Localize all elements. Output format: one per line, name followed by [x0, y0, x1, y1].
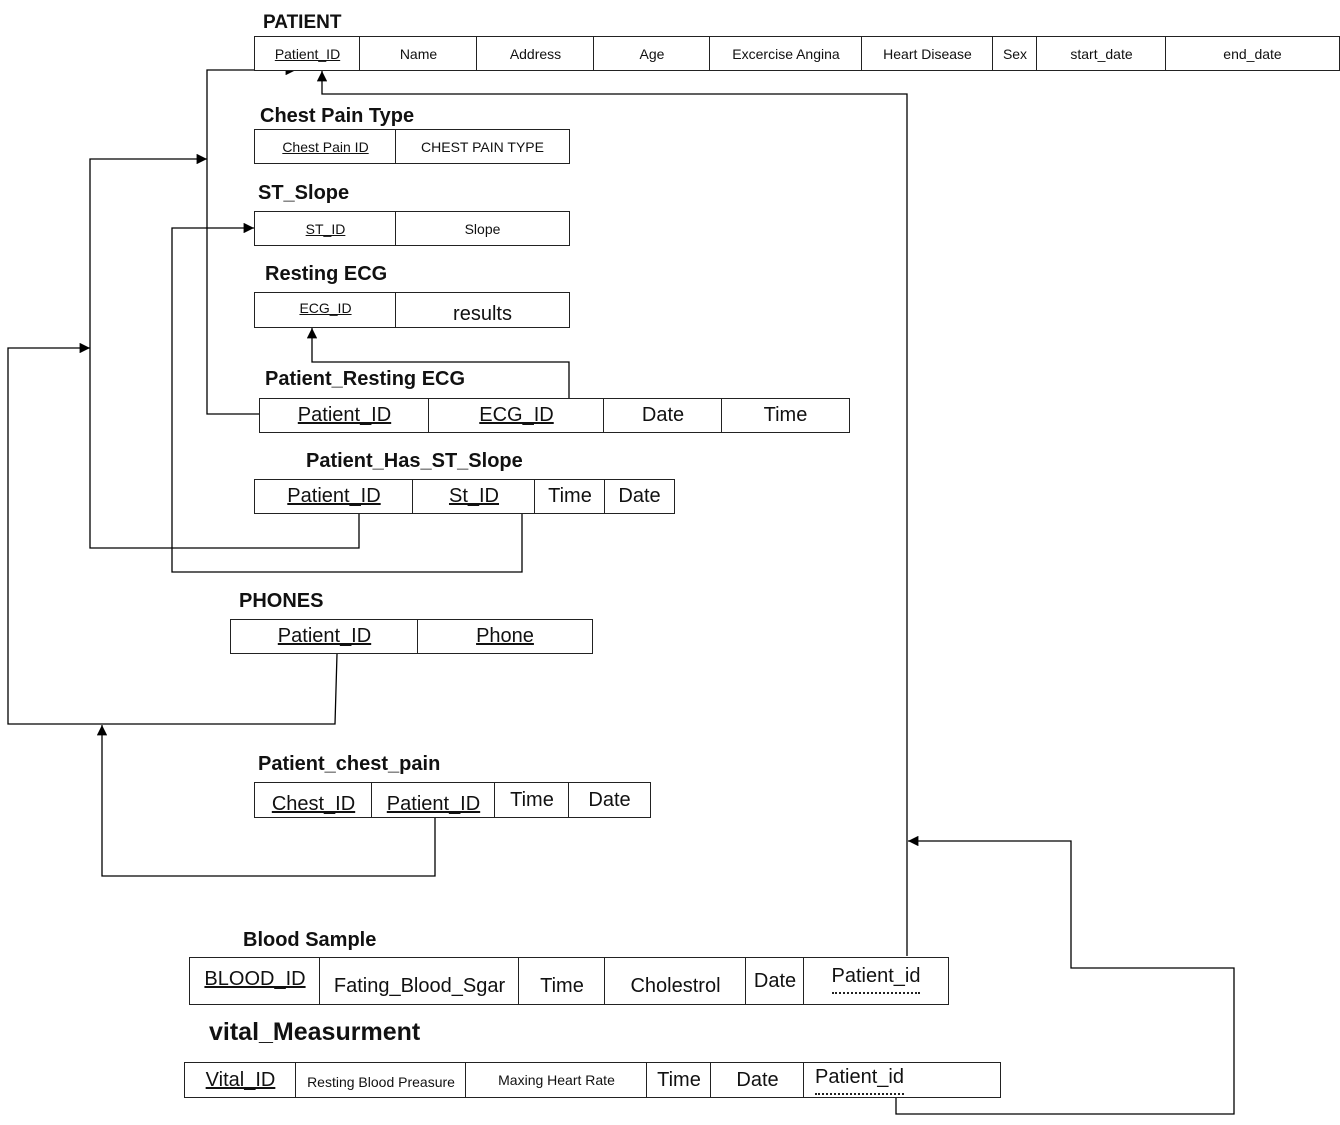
- column-time: Time: [721, 399, 849, 432]
- column-start-date: start_date: [1036, 37, 1166, 70]
- column-date: Date: [604, 480, 674, 513]
- table-patient-chest-pain: Chest_ID Patient_ID Time Date: [254, 782, 651, 818]
- column-heart-disease: Heart Disease: [861, 37, 993, 70]
- column-date: Date: [568, 783, 650, 817]
- table-patient-has-st-slope: Patient_ID St_ID Time Date: [254, 479, 675, 514]
- table-resting-ecg: ECG_ID results: [254, 292, 570, 328]
- table-patient-resting-ecg: Patient_ID ECG_ID Date Time: [259, 398, 850, 433]
- table-st-slope: ST_ID Slope: [254, 211, 570, 246]
- column-time: Time: [646, 1063, 711, 1097]
- column-phone: Phone: [417, 620, 592, 653]
- table-title-phones: PHONES: [239, 590, 324, 612]
- column-patient-id: Patient_ID: [287, 485, 381, 507]
- column-patient-id: Patient_id: [803, 1063, 1000, 1097]
- table-vital-measurment: Vital_ID Resting Blood Preasure Maxing H…: [184, 1062, 1001, 1098]
- table-chest-pain-type: Chest Pain ID CHEST PAIN TYPE: [254, 129, 570, 164]
- column-address: Address: [476, 37, 594, 70]
- column-patient-id: Patient_ID: [297, 404, 392, 426]
- table-title-resting-ecg: Resting ECG: [265, 263, 388, 285]
- column-patient-id: Patient_ID: [277, 625, 372, 647]
- column-resting-blood-pressure: Resting Blood Preasure: [295, 1063, 466, 1097]
- column-patient-id: Patient_id: [803, 958, 948, 1004]
- column-time: Time: [518, 958, 605, 1004]
- column-blood-id: BLOOD_ID: [204, 967, 306, 990]
- column-vital-id: Vital_ID: [205, 1068, 276, 1091]
- column-chest-pain-type: CHEST PAIN TYPE: [395, 130, 569, 163]
- column-ecg-id: ECG_ID: [299, 300, 352, 316]
- column-time: Time: [494, 783, 569, 817]
- column-fasting-blood-sugar: Fating_Blood_Sgar: [319, 958, 519, 1004]
- table-title-chest-pain-type: Chest Pain Type: [260, 105, 415, 127]
- column-chest-pain-id: Chest Pain ID: [282, 138, 369, 155]
- column-date: Date: [603, 399, 722, 432]
- column-ecg-id: ECG_ID: [428, 399, 604, 432]
- column-date: Date: [745, 958, 804, 1004]
- table-patient: Patient_ID Name Address Age Excercise An…: [254, 36, 1340, 71]
- table-title-patient-chest-pain: Patient_chest_pain: [258, 753, 441, 775]
- column-age: Age: [593, 37, 710, 70]
- table-title-blood-sample: Blood Sample: [243, 929, 377, 951]
- table-title-patient: PATIENT: [263, 12, 342, 33]
- table-phones: Patient_ID Phone: [230, 619, 593, 654]
- column-exercise-angina: Excercise Angina: [709, 37, 862, 70]
- column-st-id: St_ID: [412, 480, 535, 513]
- column-date: Date: [710, 1063, 804, 1097]
- column-sex: Sex: [992, 37, 1037, 70]
- table-title-patient-has-st-slope: Patient_Has_ST_Slope: [306, 450, 523, 472]
- column-results: results: [395, 293, 569, 327]
- column-name: Name: [359, 37, 477, 70]
- table-title-patient-resting-ecg: Patient_Resting ECG: [265, 368, 466, 390]
- column-slope: Slope: [395, 212, 569, 245]
- column-cholesterol: Cholestrol: [604, 958, 746, 1004]
- table-blood-sample: BLOOD_ID Fating_Blood_Sgar Time Cholestr…: [189, 957, 949, 1005]
- column-chest-id: Chest_ID: [271, 792, 356, 815]
- column-patient-id: Patient_ID: [371, 783, 495, 817]
- column-time: Time: [534, 480, 605, 513]
- table-title-st-slope: ST_Slope: [258, 182, 350, 204]
- column-end-date: end_date: [1165, 37, 1339, 70]
- table-title-vital-measurment: vital_Measurment: [209, 1018, 421, 1046]
- column-patient-id: Patient_ID: [274, 45, 341, 62]
- column-max-heart-rate: Maxing Heart Rate: [465, 1063, 647, 1097]
- column-st-id: ST_ID: [305, 220, 346, 237]
